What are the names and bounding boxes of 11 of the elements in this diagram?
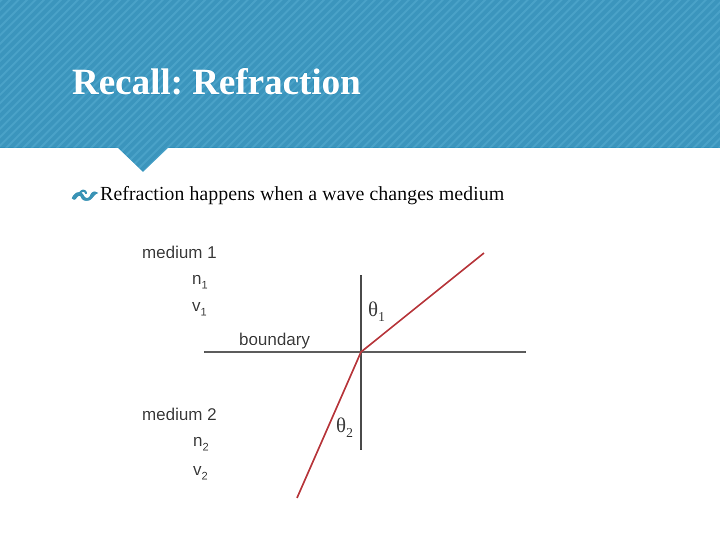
angle-label: θ$_{1}$ — [368, 298, 385, 324]
speed-label: v$_{2}$ — [193, 461, 208, 483]
index-label: n$_{1}$ — [192, 270, 208, 292]
angle-label: θ$_{2}$ — [336, 414, 353, 440]
speed-label: v$_{1}$ — [192, 297, 207, 319]
boundary-label: boundary — [239, 331, 310, 350]
medium-label: medium 2 — [142, 406, 217, 425]
bullet-text: Refraction happens when a wave changes medium — [100, 183, 504, 205]
slide-title: Recall: Refraction — [72, 63, 361, 104]
index-label: n$_{2}$ — [193, 432, 209, 454]
medium-label: medium 1 — [142, 244, 217, 263]
